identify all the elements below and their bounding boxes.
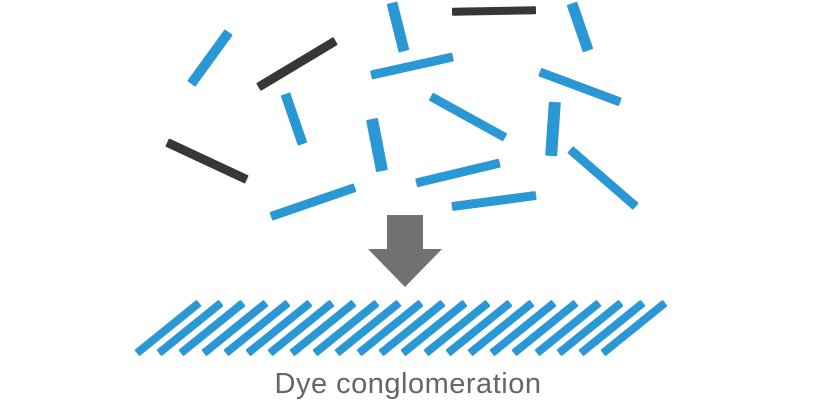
down-arrow-shaft	[387, 215, 423, 250]
down-arrow-head	[368, 249, 442, 287]
down-arrow-icon	[368, 215, 442, 287]
caption: Dye conglomeration	[274, 368, 542, 400]
